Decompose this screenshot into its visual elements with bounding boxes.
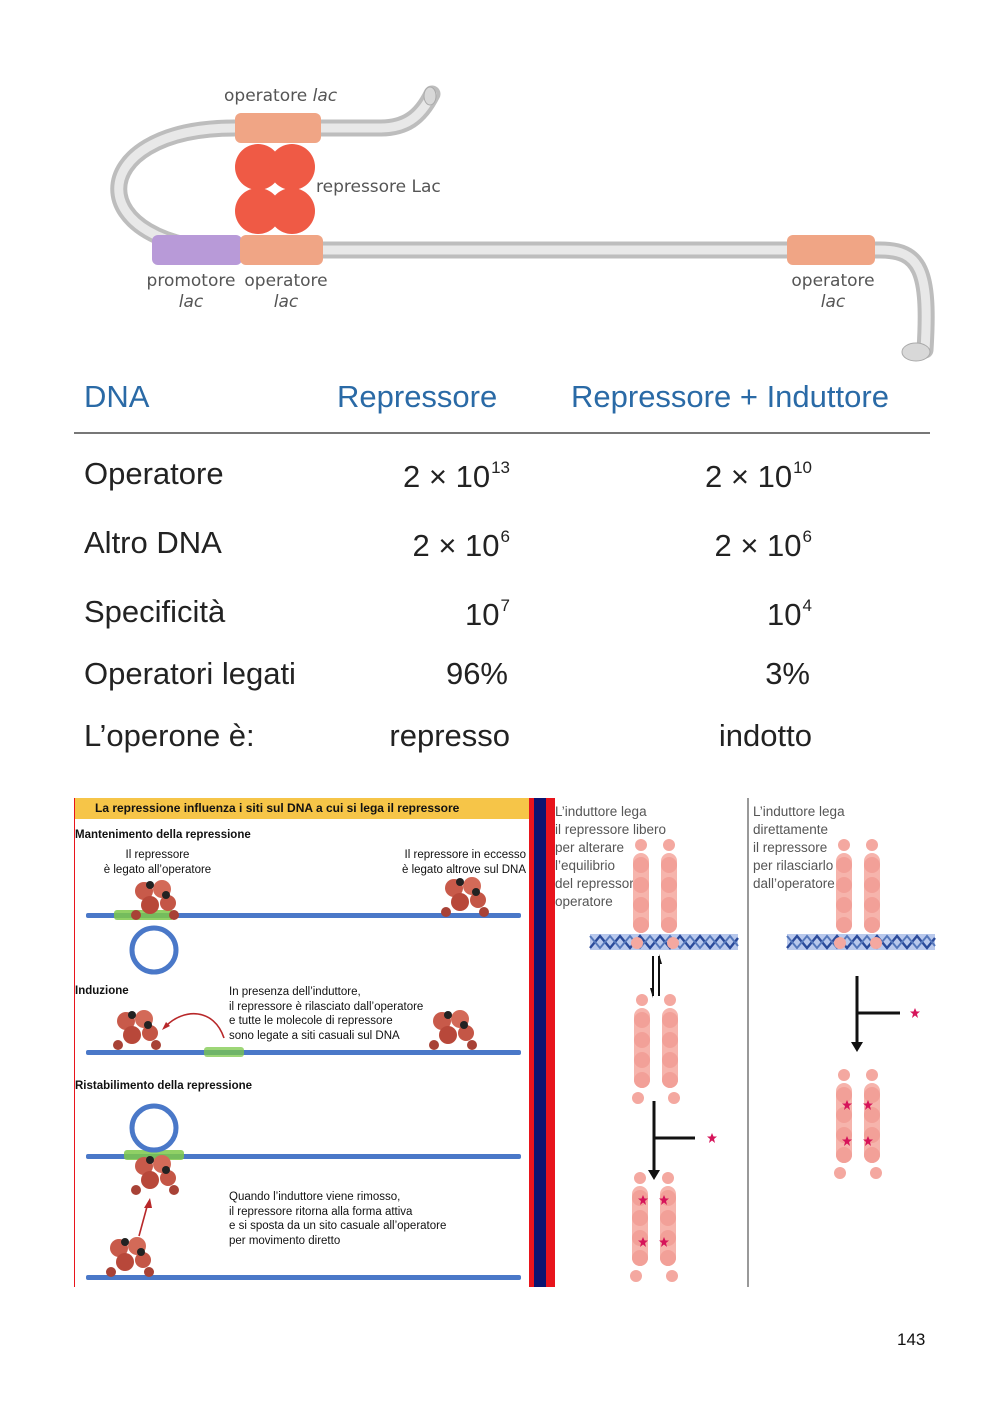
repression-illustrations bbox=[86, 877, 521, 1280]
row-label-operatore: Operatore bbox=[84, 456, 224, 491]
val-operone-rep: represso bbox=[389, 718, 510, 753]
val-altro-ind: 2 × 106 bbox=[714, 527, 812, 563]
repressor-label: repressore Lac bbox=[316, 177, 441, 197]
section-induction: Induzione bbox=[75, 985, 129, 997]
promoter-label: promotore lac bbox=[146, 271, 236, 312]
divider-bar-red-2 bbox=[546, 798, 555, 1287]
s3-text: Quando l’induttore viene rimosso, il rep… bbox=[229, 1191, 447, 1247]
promoter-box bbox=[152, 235, 242, 265]
panel-separator-line bbox=[747, 798, 749, 1287]
mid-panel-text: L’induttore lega il repressore libero pe… bbox=[555, 804, 667, 909]
panel-title-bar bbox=[75, 798, 530, 819]
header-dna: DNA bbox=[84, 379, 150, 414]
row-label-operatori-legati: Operatori legati bbox=[84, 656, 296, 691]
inducer-equilibrium-diagram bbox=[588, 839, 937, 1282]
strand-end-top bbox=[423, 86, 437, 106]
right-panel-text: L’induttore lega direttamente il repress… bbox=[753, 804, 845, 891]
operator-right-label: operatore lac bbox=[791, 271, 875, 312]
page-number: 143 bbox=[897, 1330, 926, 1349]
row-label-operone: L’operone è: bbox=[84, 718, 255, 753]
section-maintenance: Mantenimento della repressione bbox=[75, 829, 251, 841]
lac-repressor-tetramer bbox=[235, 144, 315, 234]
val-altro-rep: 2 × 106 bbox=[412, 527, 510, 563]
panel-title: La repressione influenza i siti sul DNA … bbox=[95, 801, 460, 815]
header-rule bbox=[74, 432, 930, 434]
header-repressore: Repressore bbox=[337, 379, 498, 414]
s2-text: In presenza dell’induttore, il repressor… bbox=[229, 986, 424, 1042]
section-reestablish: Ristabilimento della repressione bbox=[75, 1080, 253, 1092]
row-label-altro-dna: Altro DNA bbox=[84, 525, 222, 560]
header-repressore-induttore: Repressore + Induttore bbox=[571, 379, 889, 414]
operator-top-box bbox=[235, 113, 321, 143]
val-legati-rep: 96% bbox=[445, 656, 508, 691]
val-operatore-ind: 2 × 1010 bbox=[705, 458, 812, 494]
val-operatore-rep: 2 × 1013 bbox=[403, 458, 510, 494]
divider-bar-red bbox=[529, 798, 534, 1287]
operator-mid-label: operatore lac bbox=[244, 271, 328, 312]
strand-end-bottom bbox=[901, 342, 931, 362]
s1-right-text: Il repressore in eccesso è legato altrov… bbox=[401, 849, 526, 876]
operator-top-label: operatore lac bbox=[224, 86, 338, 106]
val-spec-rep: 107 bbox=[465, 596, 510, 632]
operator-mid-box bbox=[240, 235, 323, 265]
s1-left-text: Il repressore è legato all’operatore bbox=[103, 849, 212, 876]
lac-operon-loop-diagram bbox=[110, 85, 935, 362]
divider-bar-navy bbox=[534, 798, 546, 1287]
val-spec-ind: 104 bbox=[767, 596, 812, 632]
val-legati-ind: 3% bbox=[765, 656, 810, 691]
val-operone-ind: indotto bbox=[718, 718, 812, 753]
row-label-specificita: Specificità bbox=[84, 594, 226, 629]
operator-right-box bbox=[787, 235, 875, 265]
